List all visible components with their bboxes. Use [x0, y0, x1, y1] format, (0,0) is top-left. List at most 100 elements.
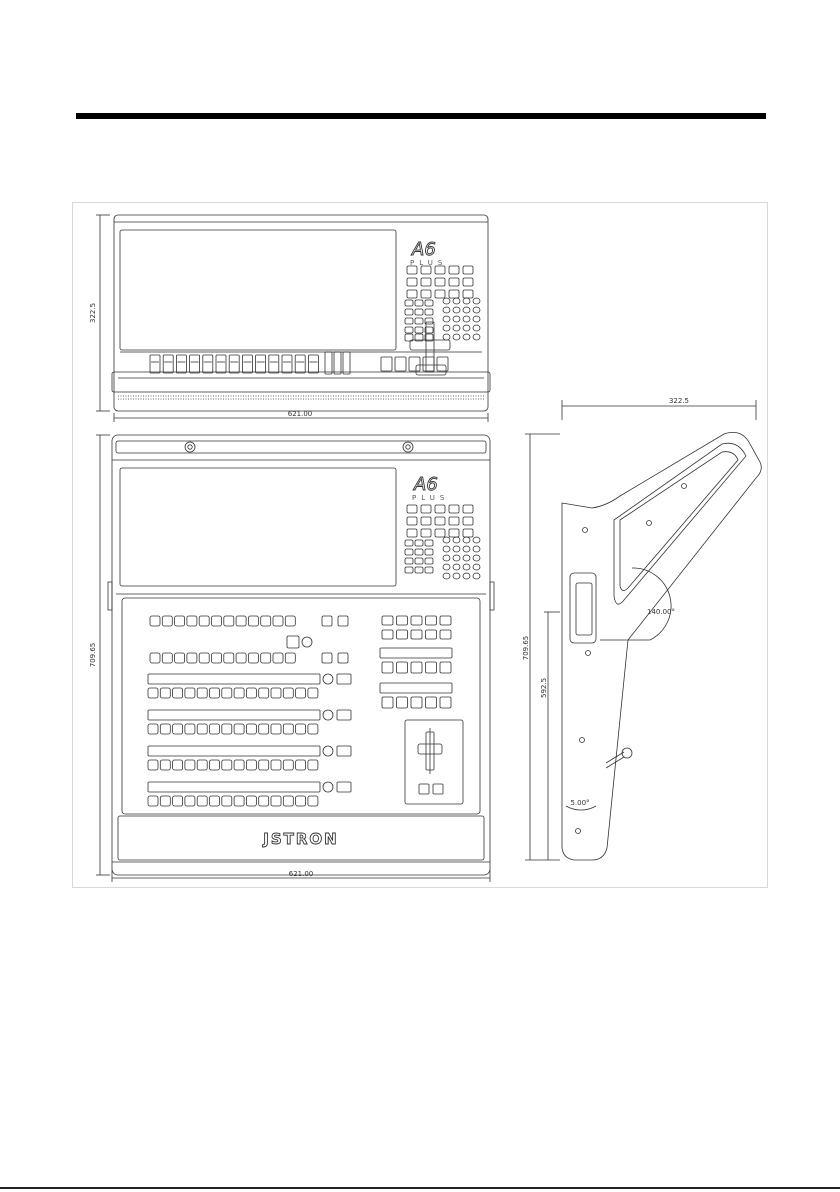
transition-key: [397, 697, 408, 708]
front-height-label: 709.65: [89, 643, 97, 668]
bus-key: [150, 616, 160, 626]
top-menu-key: [435, 278, 445, 286]
bus-key: [160, 796, 170, 806]
shift-key: [287, 636, 299, 648]
bus-key: [187, 616, 197, 626]
top-pad-key: [415, 300, 423, 306]
front-numpad-key: [473, 564, 480, 570]
bus-key: [338, 616, 348, 626]
front-view-screen: [120, 468, 396, 586]
side-knob: [622, 748, 632, 758]
bus-key: [150, 653, 160, 663]
front-numpad-key: [443, 564, 450, 570]
top-numpad-key: [463, 334, 470, 340]
front-menu-key: [407, 529, 417, 537]
top-aux-key: [409, 357, 420, 371]
top-fader-key: [282, 355, 292, 373]
bus-key: [283, 796, 293, 806]
bus-label-strip: [148, 746, 320, 756]
bus-indicator: [323, 710, 333, 720]
shift-indicator: [302, 637, 312, 647]
top-numpad-key: [443, 316, 450, 322]
top-fader-key: [256, 355, 266, 373]
transition-key: [382, 662, 393, 673]
bus-key: [185, 760, 195, 770]
top-fader-key: [295, 355, 305, 373]
front-pad-key: [415, 549, 423, 555]
bus-key: [224, 616, 234, 626]
top-pad-key: [415, 309, 423, 315]
transition-key: [382, 616, 393, 625]
bus-indicator: [323, 674, 333, 684]
bus-key: [210, 724, 220, 734]
bus-key: [162, 653, 172, 663]
top-menu-key: [421, 278, 431, 286]
front-pad-key: [405, 558, 413, 564]
front-width-label: 621.00: [289, 870, 314, 878]
transition-key: [397, 630, 408, 639]
bus-key: [175, 653, 185, 663]
bus-indicator: [323, 746, 333, 756]
front-view-right-panel: [380, 616, 452, 708]
bus-key: [296, 796, 306, 806]
bus-key: [173, 724, 183, 734]
front-numpad-key: [473, 537, 480, 543]
bus-key: [148, 796, 158, 806]
bus-key: [261, 653, 271, 663]
footer-rule: [0, 1187, 840, 1189]
bus-key: [222, 796, 232, 806]
bus-key: [296, 688, 306, 698]
bus-key: [337, 710, 351, 720]
transition-key: [440, 630, 451, 639]
front-pad-key: [425, 567, 433, 573]
bus-key: [283, 760, 293, 770]
top-logo-sub: PLUS: [410, 259, 447, 267]
top-menu-key: [407, 266, 417, 274]
top-numpad-key: [443, 307, 450, 313]
transition-key: [397, 662, 408, 673]
top-fader-key: [176, 355, 186, 373]
top-fader-key: [163, 355, 173, 373]
bus-key: [259, 688, 269, 698]
front-menu-key: [463, 505, 473, 513]
bus-key: [248, 653, 258, 663]
front-numpad-key: [443, 555, 450, 561]
front-menu-key: [449, 505, 459, 513]
top-fader-key: [190, 355, 200, 373]
front-numpad-key: [443, 573, 450, 579]
side-profile: [562, 432, 761, 860]
bus-indicator: [323, 782, 333, 792]
bus-key: [148, 760, 158, 770]
top-aux-key: [423, 357, 434, 371]
top-menu-key: [407, 278, 417, 286]
transition-key: [440, 662, 451, 673]
bus-key: [337, 782, 351, 792]
top-numpad-key: [443, 325, 450, 331]
front-pad-key: [415, 540, 423, 546]
front-numpad-key: [453, 546, 460, 552]
top-pad-key: [405, 309, 413, 315]
front-numpad-key: [443, 546, 450, 552]
top-fader-key: [334, 352, 341, 374]
top-fader-key: [308, 355, 318, 373]
bus-key: [199, 616, 209, 626]
transition-key: [411, 662, 422, 673]
front-numpad-key: [443, 537, 450, 543]
bus-key: [308, 796, 318, 806]
bus-key: [246, 760, 256, 770]
top-numpad-key: [453, 316, 460, 322]
top-pad-key: [415, 318, 423, 324]
top-numpad-key: [453, 325, 460, 331]
front-menu-key: [463, 517, 473, 525]
transition-key: [440, 697, 451, 708]
bus-key: [187, 653, 197, 663]
front-numpad-key: [463, 555, 470, 561]
top-menu-key: [449, 278, 459, 286]
front-pad-key: [405, 567, 413, 573]
bus-key: [197, 796, 207, 806]
transition-key: [426, 616, 437, 625]
top-menu-key: [435, 266, 445, 274]
bus-key: [222, 760, 232, 770]
front-numpad-key: [453, 537, 460, 543]
